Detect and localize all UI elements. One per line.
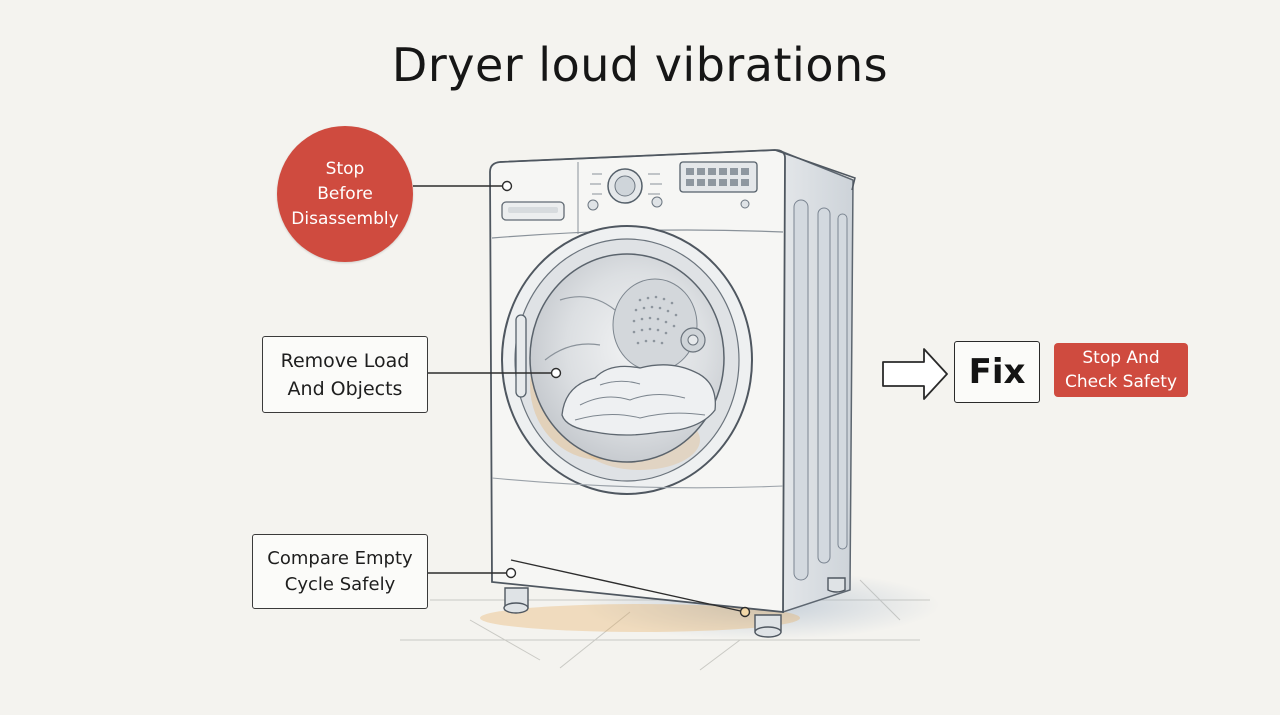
compare-empty-line-1: Compare Empty [267, 547, 413, 569]
compare-empty-line-2: Cycle Safely [284, 573, 396, 595]
stop-before-line-2: Before [317, 183, 373, 204]
leader-lines [413, 185, 746, 613]
safety-badge-line-2: Check Safety [1064, 372, 1178, 392]
door-handle [515, 314, 527, 398]
stop-before-line-1: Stop [325, 158, 365, 179]
fix-label: Fix [968, 352, 1026, 392]
remove-load-label: Remove Load And Objects [262, 336, 428, 413]
remove-load-line-1: Remove Load [280, 349, 410, 372]
dryer-feet [503, 577, 846, 638]
remove-load-line-2: And Objects [287, 377, 403, 400]
stop-before-disassembly-label: Stop Before Disassembly [277, 126, 413, 262]
page-title: Dryer loud vibrations [391, 38, 889, 92]
clothes-pile [561, 364, 716, 436]
stop-before-line-3: Disassembly [291, 208, 399, 229]
right-arrow-icon [882, 348, 948, 400]
display-panel [679, 161, 758, 193]
fix-box: Fix [954, 341, 1040, 403]
floor-glow [480, 604, 800, 632]
stop-and-check-safety-badge: Stop And Check Safety [1054, 343, 1188, 397]
safety-badge-line-1: Stop And [1082, 348, 1160, 368]
compare-empty-label: Compare Empty Cycle Safely [252, 534, 428, 609]
leader-dots [501, 180, 751, 618]
